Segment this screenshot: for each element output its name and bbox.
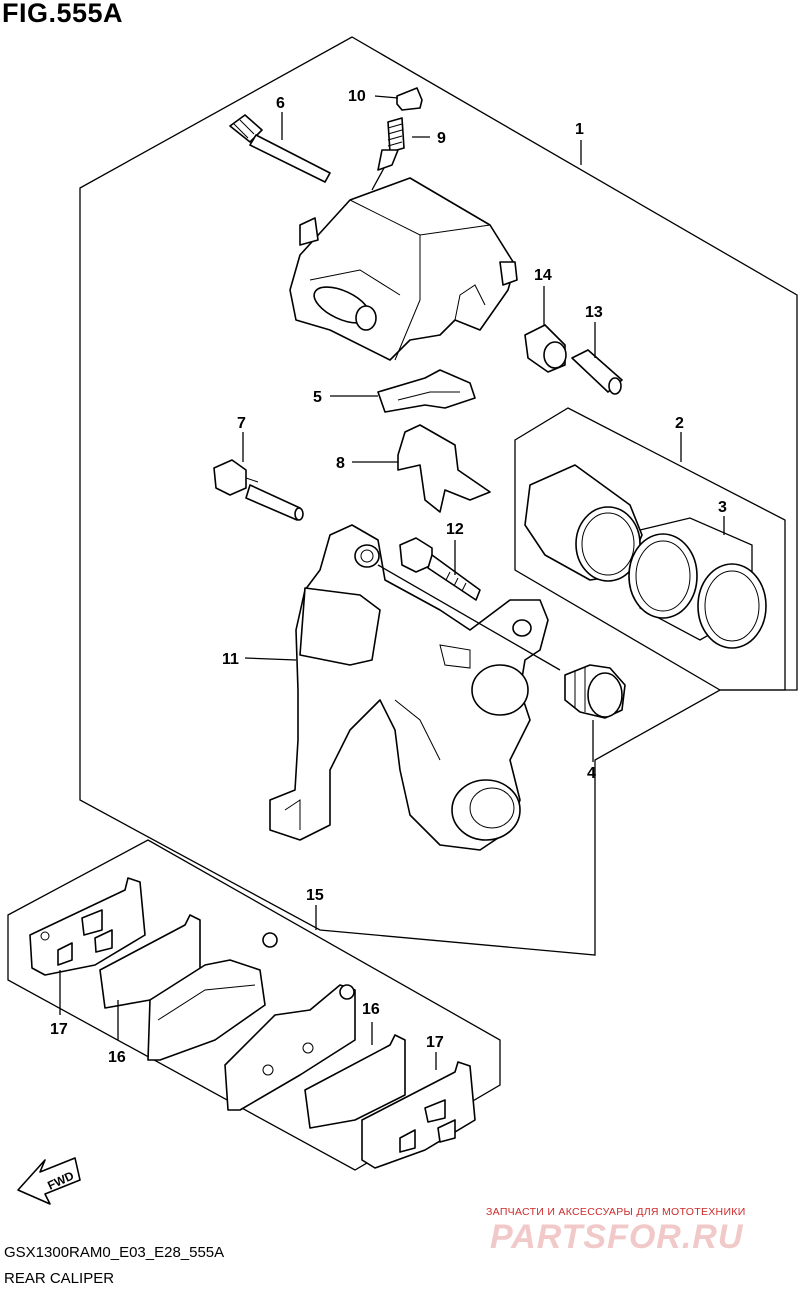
callout-8: 8 — [336, 455, 345, 472]
callout-6: 6 — [276, 95, 285, 112]
pin-boot — [524, 324, 567, 373]
callout-9: 9 — [437, 130, 446, 147]
callout-17-left: 17 — [50, 1021, 68, 1038]
callout-7: 7 — [237, 415, 246, 432]
caliper-body — [289, 177, 518, 361]
pin-sleeve — [571, 349, 623, 395]
callout-12: 12 — [446, 521, 464, 538]
caliper-bolt — [399, 537, 481, 601]
callout-15: 15 — [306, 887, 324, 904]
dust-boot — [564, 664, 626, 719]
callout-1: 1 — [575, 121, 584, 138]
callout-13: 13 — [585, 304, 603, 321]
piston-seal — [628, 533, 698, 619]
callout-16-right: 16 — [362, 1001, 380, 1018]
pad-shim-inner-right — [304, 1034, 406, 1129]
callout-3: 3 — [718, 499, 727, 516]
pad-shim-outer — [29, 877, 146, 976]
brake-pad-outer — [147, 959, 266, 1061]
slide-pin — [229, 114, 331, 183]
callout-14: 14 — [534, 267, 552, 284]
piston-kit-outline — [514, 407, 786, 691]
mounting-bolt — [213, 459, 304, 521]
callout-17-right: 17 — [426, 1034, 444, 1051]
callout-10: 10 — [348, 88, 366, 105]
callout-16-left: 16 — [108, 1049, 126, 1066]
pad-spring — [377, 369, 476, 413]
callout-5: 5 — [313, 389, 322, 406]
pad-kit-outline — [7, 839, 501, 1171]
callout-2: 2 — [675, 415, 684, 432]
figure-title: FIG.555A — [2, 0, 124, 28]
dust-seal — [697, 563, 767, 649]
watermark-tagline: ЗАПЧАСТИ И АКСЕССУАРЫ ДЛЯ МОТОТЕХНИКИ — [486, 1206, 746, 1218]
callout-11: 11 — [222, 651, 239, 668]
pad-retainer — [397, 424, 491, 513]
watermark-logo: PARTSFOR.RU — [490, 1218, 744, 1256]
figure-caption: REAR CALIPER — [4, 1270, 115, 1287]
leader-lines — [59, 95, 725, 1070]
pad-shim-outer-right — [361, 1061, 476, 1169]
caliper-bracket — [269, 524, 549, 851]
callout-4: 4 — [587, 765, 596, 782]
caliper-assembly-outline — [79, 36, 798, 956]
bleeder-cap — [396, 87, 423, 111]
brake-pad-inner — [224, 932, 356, 1111]
figure-code: GSX1300RAM0_E03_E28_555A — [4, 1244, 225, 1261]
bleeder-valve — [371, 117, 405, 191]
piston — [524, 464, 643, 582]
forward-arrow-icon: FWD — [17, 1157, 81, 1205]
